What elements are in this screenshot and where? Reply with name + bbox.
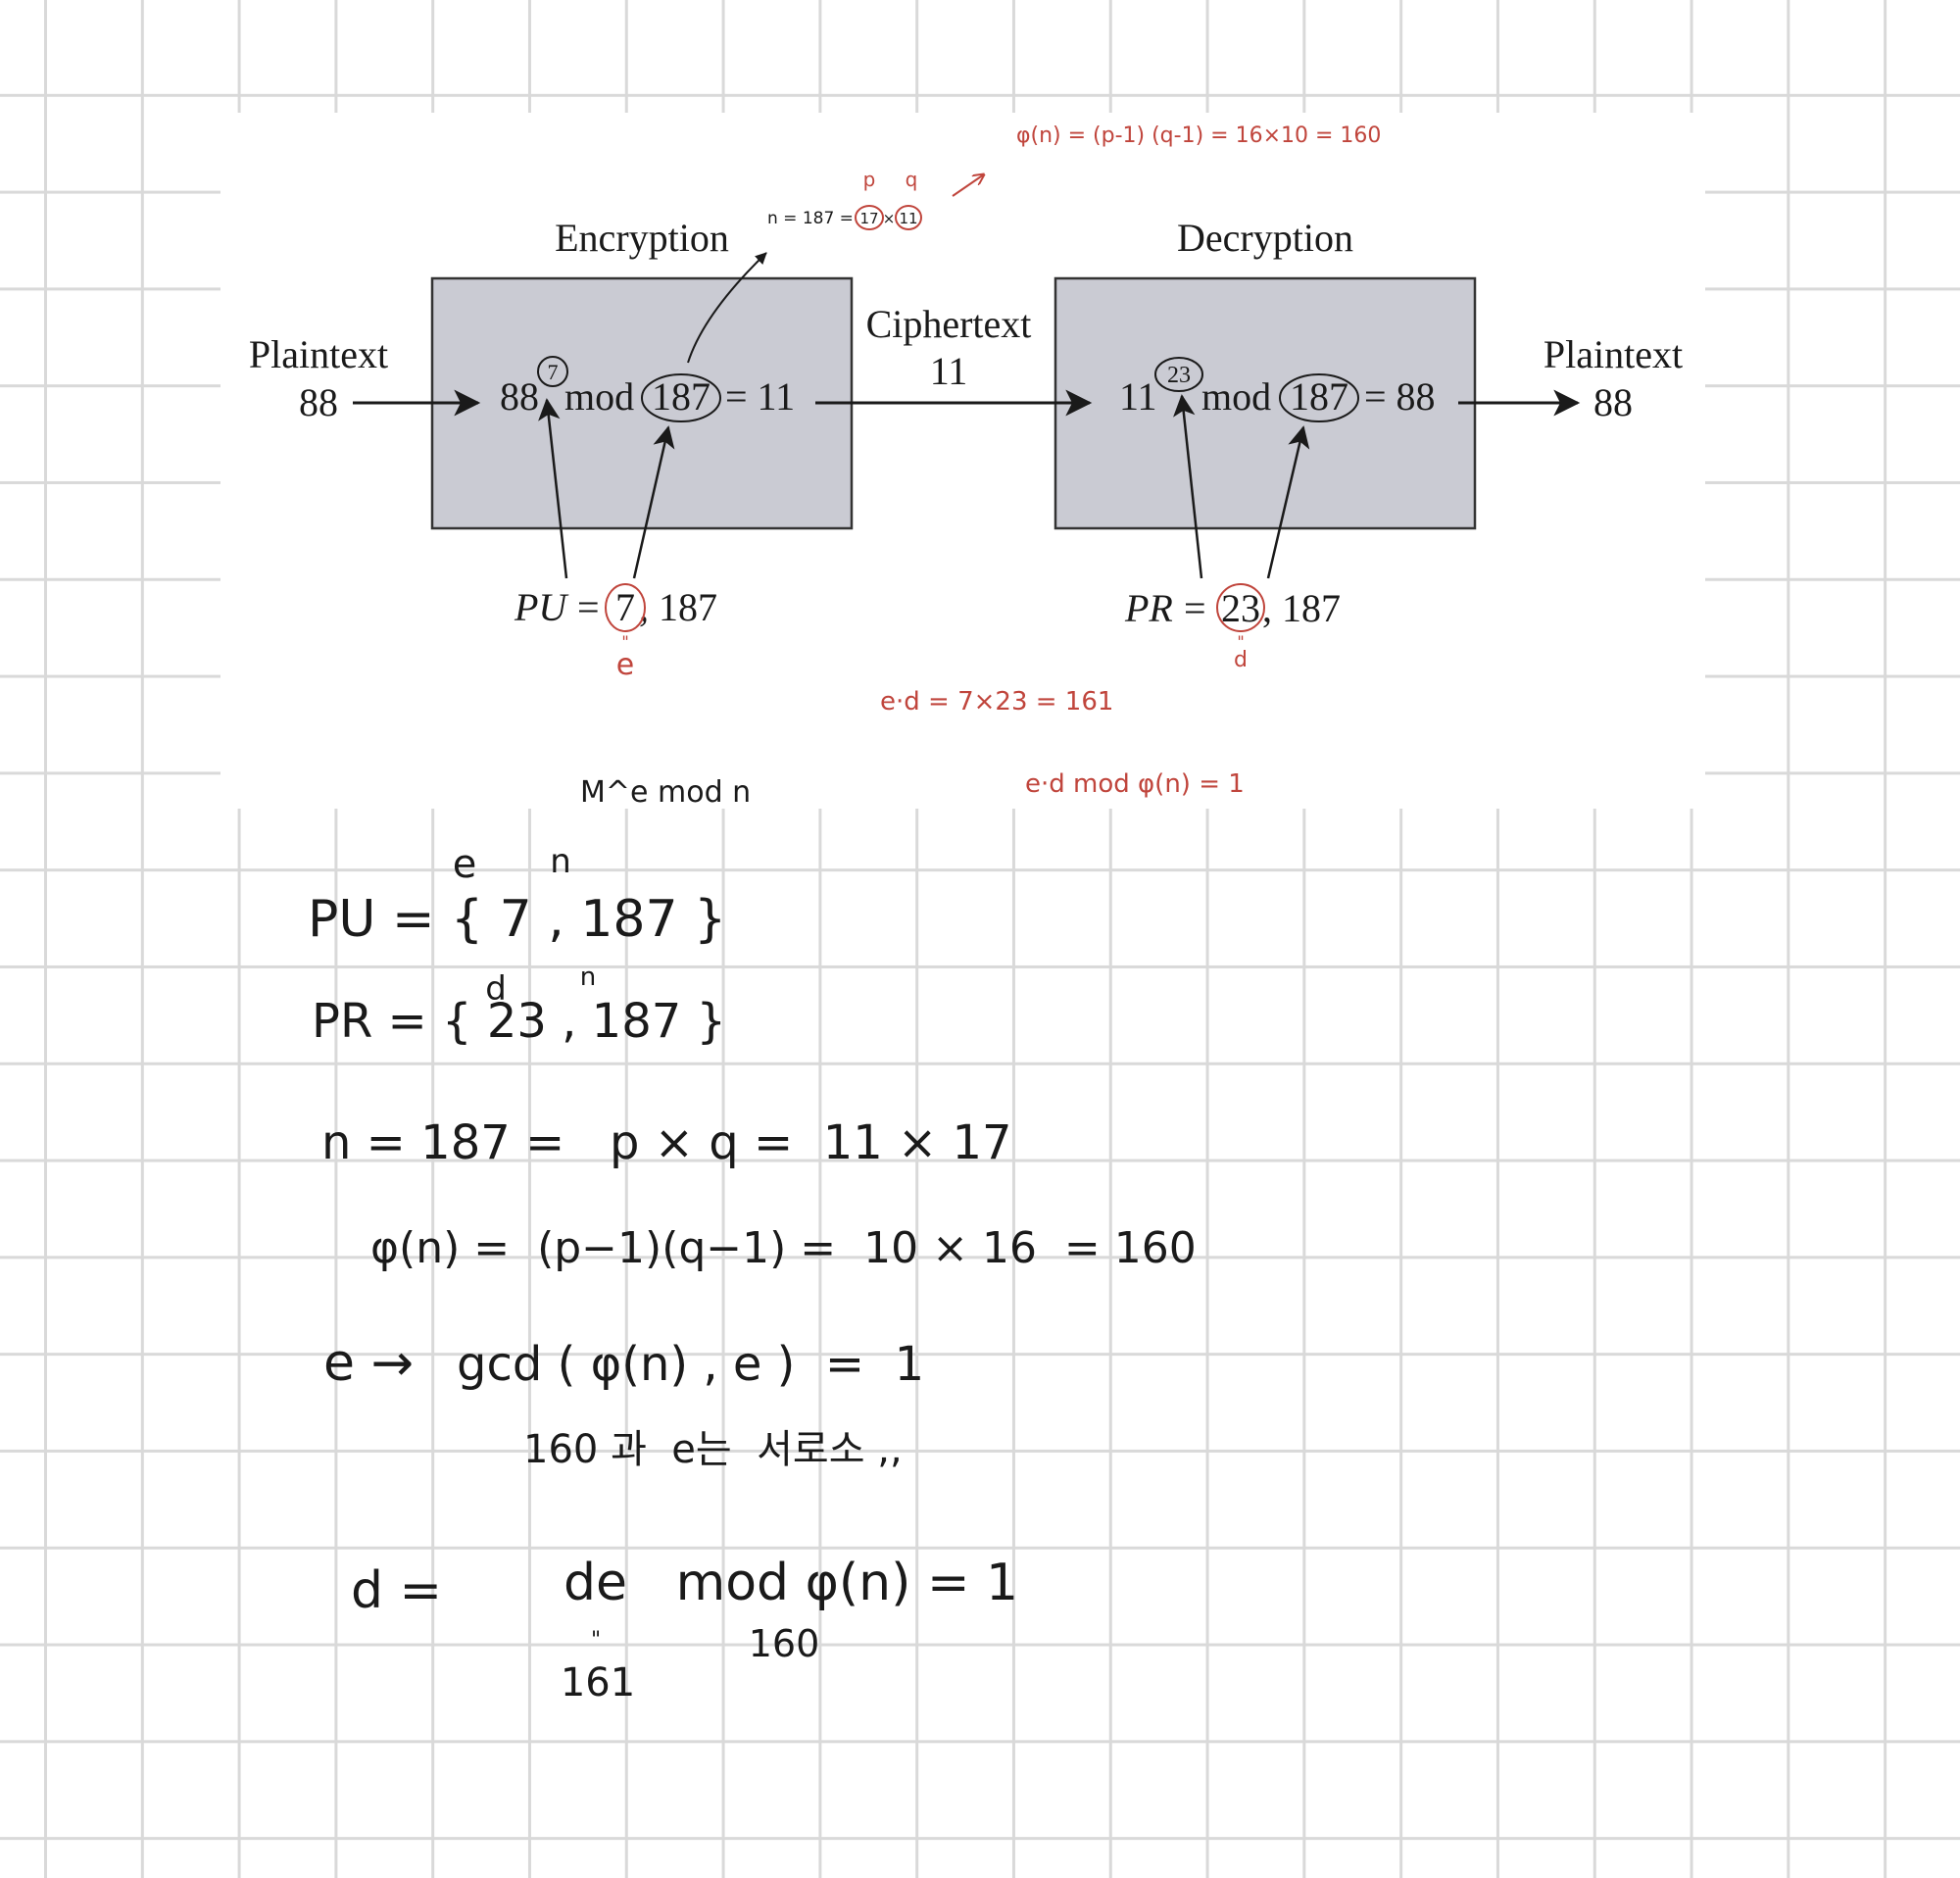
ed-mod: e·d mod φ(n) = 1 <box>1025 769 1245 799</box>
ed-product: e·d = 7×23 = 161 <box>880 687 1113 717</box>
arrow-pu-n <box>632 425 675 579</box>
d-mark: " <box>1237 632 1244 651</box>
pu-n-head: n <box>550 842 571 881</box>
plaintext-in-label: Plaintext <box>249 332 388 376</box>
pr-line: PR = { 23 , 187 } <box>312 994 726 1049</box>
enc-modulus-circle <box>641 373 721 422</box>
pu-line: PU = { 7 , 187 } <box>308 890 726 949</box>
p-label: p <box>863 168 876 191</box>
dec-exponent: 23 <box>1167 363 1191 388</box>
arrow-modulus-to-factorisation <box>687 252 767 364</box>
me-mod-n: M^e mod n <box>580 775 751 810</box>
arrow-pr-n <box>1266 425 1310 579</box>
pu-n: , 187 <box>639 585 717 629</box>
red-notes: p q φ(n) = (p-1) (q-1) = 16×10 = 160 " e… <box>605 124 1381 799</box>
dec-modulus-circle <box>1279 373 1359 422</box>
d-label: d <box>1234 648 1248 672</box>
ciphertext-label: Ciphertext <box>866 302 1032 346</box>
pu-e: 7 <box>615 585 635 629</box>
encryption-title: Encryption <box>555 216 729 260</box>
factor-q: 11 <box>899 210 917 227</box>
d-line: de mod φ(n) = 1 <box>564 1554 1018 1612</box>
pr-d-head: d <box>485 969 507 1009</box>
enc-exponent-circle <box>537 356 568 387</box>
dec-base: 11 <box>1119 374 1157 419</box>
pu-e-red-circle <box>605 583 646 632</box>
decryption-box <box>1054 276 1477 530</box>
enc-modulus: 187 <box>652 374 710 419</box>
factor-p: 17 <box>859 210 878 227</box>
de-mark: " <box>591 1628 601 1653</box>
arrow-pu-e <box>538 398 568 579</box>
coprime-line: 160 과 e는 서로소 ,, <box>523 1427 903 1472</box>
gcd-line: gcd ( φ(n) , e ) = 1 <box>457 1337 924 1392</box>
de-value: 161 <box>561 1660 635 1705</box>
pu-name: PU <box>514 585 569 629</box>
q-label: q <box>906 168 918 191</box>
e-mark: " <box>621 632 628 651</box>
pr-d-red-circle <box>1216 583 1265 632</box>
rsa-diagram: Encryption Decryption Plaintext 88 88 7 … <box>249 216 1683 630</box>
pu-eq: = <box>577 585 600 629</box>
pr-eq: = <box>1184 586 1206 630</box>
factorisation-annotation: n = 187 = 17 × 11 <box>687 205 922 364</box>
gcd-prefix: e → <box>323 1334 414 1393</box>
phi-note: φ(n) = (p-1) (q-1) = 16×10 = 160 <box>1016 124 1381 148</box>
plaintext-out-label: Plaintext <box>1544 332 1683 376</box>
handwritten-notes: M^e mod n e n PU = { 7 , 187 } d n PR = … <box>308 775 1197 1705</box>
enc-exponent: 7 <box>548 360 559 384</box>
plaintext-in-value: 88 <box>299 380 338 424</box>
dec-result: = 88 <box>1364 374 1436 419</box>
dec-modulus: 187 <box>1290 374 1348 419</box>
phi-arrow <box>952 174 984 197</box>
phi-line: φ(n) = (p−1)(q−1) = 10 × 16 = 160 <box>370 1223 1197 1273</box>
factor-times: × <box>883 210 896 227</box>
n-line: n = 187 = p × q = 11 × 17 <box>321 1115 1012 1170</box>
factor-q-circle <box>895 205 922 230</box>
e-label: e <box>616 648 634 682</box>
ciphertext-value: 11 <box>930 349 968 393</box>
pr-n-head: n <box>580 963 596 992</box>
enc-mod: mod <box>564 374 634 419</box>
dec-exponent-circle <box>1154 357 1203 392</box>
factor-p-circle <box>855 205 884 230</box>
plaintext-out-value: 88 <box>1593 380 1633 424</box>
dec-mod: mod <box>1201 374 1271 419</box>
enc-base: 88 <box>500 374 539 419</box>
arrow-pr-d <box>1173 394 1203 579</box>
pr-n: , 187 <box>1262 586 1341 630</box>
enc-result: = 11 <box>725 374 795 419</box>
phi-value: 160 <box>749 1622 820 1665</box>
pr-d: 23 <box>1221 586 1260 630</box>
decryption-title: Decryption <box>1177 216 1353 260</box>
d-prefix: d = <box>351 1561 442 1620</box>
pu-e-head: e <box>453 842 477 887</box>
n-factor-text: n = 187 = <box>767 209 854 228</box>
pr-name: PR <box>1124 586 1173 630</box>
